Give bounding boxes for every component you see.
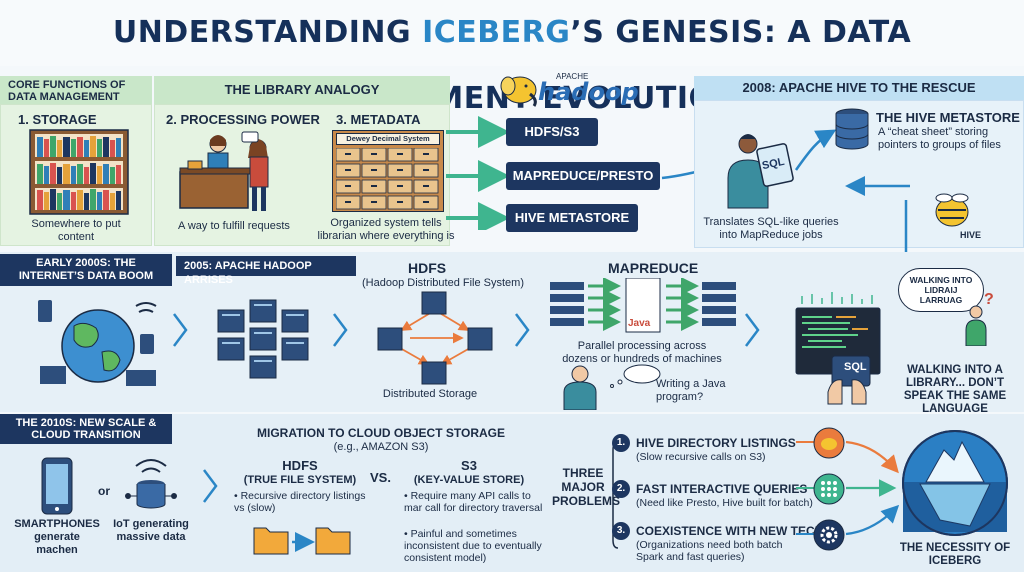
metastore-feedback-arrow (845, 176, 910, 196)
processing-title: 2. PROCESSING POWER (166, 112, 320, 127)
hadoop-circle-icon (813, 427, 845, 459)
problem-2-desc: (Need like Presto, Hive built for batch) (636, 497, 813, 509)
iot-database-icon (125, 459, 177, 509)
distributed-storage-icon (377, 291, 493, 385)
problem-1-number: 1. (612, 434, 630, 452)
mapping-hive-metastore: HIVE METASTORE (506, 204, 638, 232)
compare-hdfs-subtitle: (TRUE FILE SYSTEM) (243, 474, 357, 486)
gear-icon (813, 519, 845, 551)
folder-transfer-icon (253, 527, 351, 555)
hive-translate-caption: Translates SQL-like queries into MapRedu… (703, 216, 839, 241)
storage-title: 1. STORAGE (18, 112, 97, 127)
core-functions-tab: CORE FUNCTIONS OF DATA MANAGEMENT (0, 76, 152, 104)
compare-s3-bullet-2: • Painful and sometimes inconsistent due… (404, 528, 542, 564)
hadoop-apache-label: APACHE (556, 72, 589, 81)
confused-person-icon: ? (965, 291, 994, 346)
processing-caption: A way to fulfill requests (178, 220, 290, 232)
problem-1-desc: (Slow recursive calls on S3) (636, 451, 766, 463)
dewey-label: Dewey Decimal System (336, 133, 440, 145)
page-title: UNDERSTANDING ICEBERG’S GENESIS: A DATA … (0, 0, 1024, 116)
metadata-title: 3. METADATA (336, 112, 421, 127)
walking-caption: WALKING INTO A LIBRARY... DON’T SPEAK TH… (903, 364, 1007, 415)
2010s-tab: THE 2010S: NEW SCALE & CLOUD TRANSITION (0, 414, 172, 444)
iceberg-icon (902, 430, 1008, 536)
internet-globe-icon (38, 300, 157, 386)
hive-logo-icon (935, 193, 969, 227)
hdfs-subtitle: (Hadoop Distributed File System) (362, 277, 525, 289)
hive-arrows (794, 129, 837, 171)
chevron-right-icon (333, 313, 348, 347)
iceberg-caption: THE NECESSITY OF ICEBERG (899, 542, 1011, 567)
iot-caption: IoT generating massive data (113, 518, 189, 543)
chevron-right-icon (745, 313, 760, 347)
smartphones-caption: SMARTPHONES generate machen (14, 518, 100, 556)
hive-2008-tab: 2008: APACHE HIVE TO THE RESCUE (694, 76, 1024, 100)
problem-3-desc: (Organizations need both batch Spark and… (636, 539, 783, 563)
hadoop-2005-tab: 2005: APACHE HADOOP ARRISES (176, 256, 356, 286)
problem-3-number: 3. (612, 522, 630, 540)
librarian-desk-icon (179, 131, 269, 211)
server-cluster-icon (217, 299, 309, 379)
catalog-drawers (336, 148, 439, 210)
sql-terminal-icon (795, 292, 881, 405)
early-2000s-tab: EARLY 2000S: THE INTERNET’S DATA BOOM (0, 254, 172, 286)
metastore-database-icon (835, 108, 869, 150)
vs-label: VS. (370, 470, 391, 485)
bookshelf-icon (29, 129, 129, 215)
metadata-caption: Organized system tells librarian where e… (317, 217, 455, 242)
migration-subtitle: (e.g., AMAZON S3) (333, 441, 429, 453)
mapreduce-caption: Parallel processing across dozens or hun… (562, 340, 722, 365)
hdfs-caption: Distributed Storage (382, 388, 478, 400)
library-analogy-tab: THE LIBRARY ANALOGY (154, 76, 450, 104)
compare-s3-subtitle: (KEY-VALUE STORE) (413, 474, 525, 486)
chevron-right-icon (203, 469, 218, 503)
compare-hdfs-bullet: • Recursive directory listings vs (slow) (234, 490, 366, 514)
terminal-sql-label: SQL (844, 361, 867, 373)
metastore-desc: A “cheat sheet” storing pointers to grou… (878, 126, 1001, 151)
problem-2-number: 2. (612, 480, 630, 498)
smartphone-icon (41, 457, 73, 515)
problem-3-title: COEXISTENCE WITH NEW TECH (636, 524, 824, 538)
problem-1-title: HIVE DIRECTORY LISTINGS (636, 436, 796, 450)
svg-text:?: ? (984, 291, 994, 308)
mapping-mapreduce-presto: MAPREDUCE/PRESTO (506, 162, 660, 190)
metastore-title: THE HIVE METASTORE (876, 110, 1020, 125)
hdfs-title: HDFS (408, 260, 447, 276)
mapreduce-flow-icon (550, 278, 736, 333)
mapreduce-title: MAPREDUCE (608, 260, 699, 276)
chevron-right-icon (515, 313, 530, 347)
hadoop-logo: APACHE hadoop (498, 70, 648, 114)
java-label: Java (628, 318, 651, 329)
mapping-arrows (446, 116, 510, 230)
three-problems-label: THREE MAJOR PROBLEMS (552, 466, 621, 508)
compare-s3-title: S3 (461, 458, 477, 473)
compare-hdfs-title: HDFS (282, 458, 318, 473)
elephant-icon (500, 76, 537, 107)
java-thought-text: Writing a Java program? (656, 378, 726, 403)
compare-s3-bullet-1: • Require many API calls to mar call for… (404, 490, 543, 514)
chevron-right-icon (173, 313, 188, 347)
walking-speech-bubble: WALKING INTO LIDRAIJ LARRUAG (898, 268, 984, 312)
problem-2-title: FAST INTERACTIVE QUERIES (636, 482, 808, 496)
sql-user-icon (727, 134, 794, 209)
migration-title: MIGRATION TO CLOUD OBJECT STORAGE (256, 426, 505, 440)
mapping-hdfs-s3: HDFS/S3 (506, 118, 598, 146)
hive-logo-label: HIVE (960, 230, 982, 240)
storage-caption: Somewhere to put content (31, 218, 121, 243)
presto-circle-icon (813, 473, 845, 505)
problem-connector-arrows (796, 440, 900, 536)
hadoop-wordmark: hadoop (538, 78, 639, 106)
or-label: or (98, 484, 110, 498)
java-programmer-icon (563, 364, 661, 410)
